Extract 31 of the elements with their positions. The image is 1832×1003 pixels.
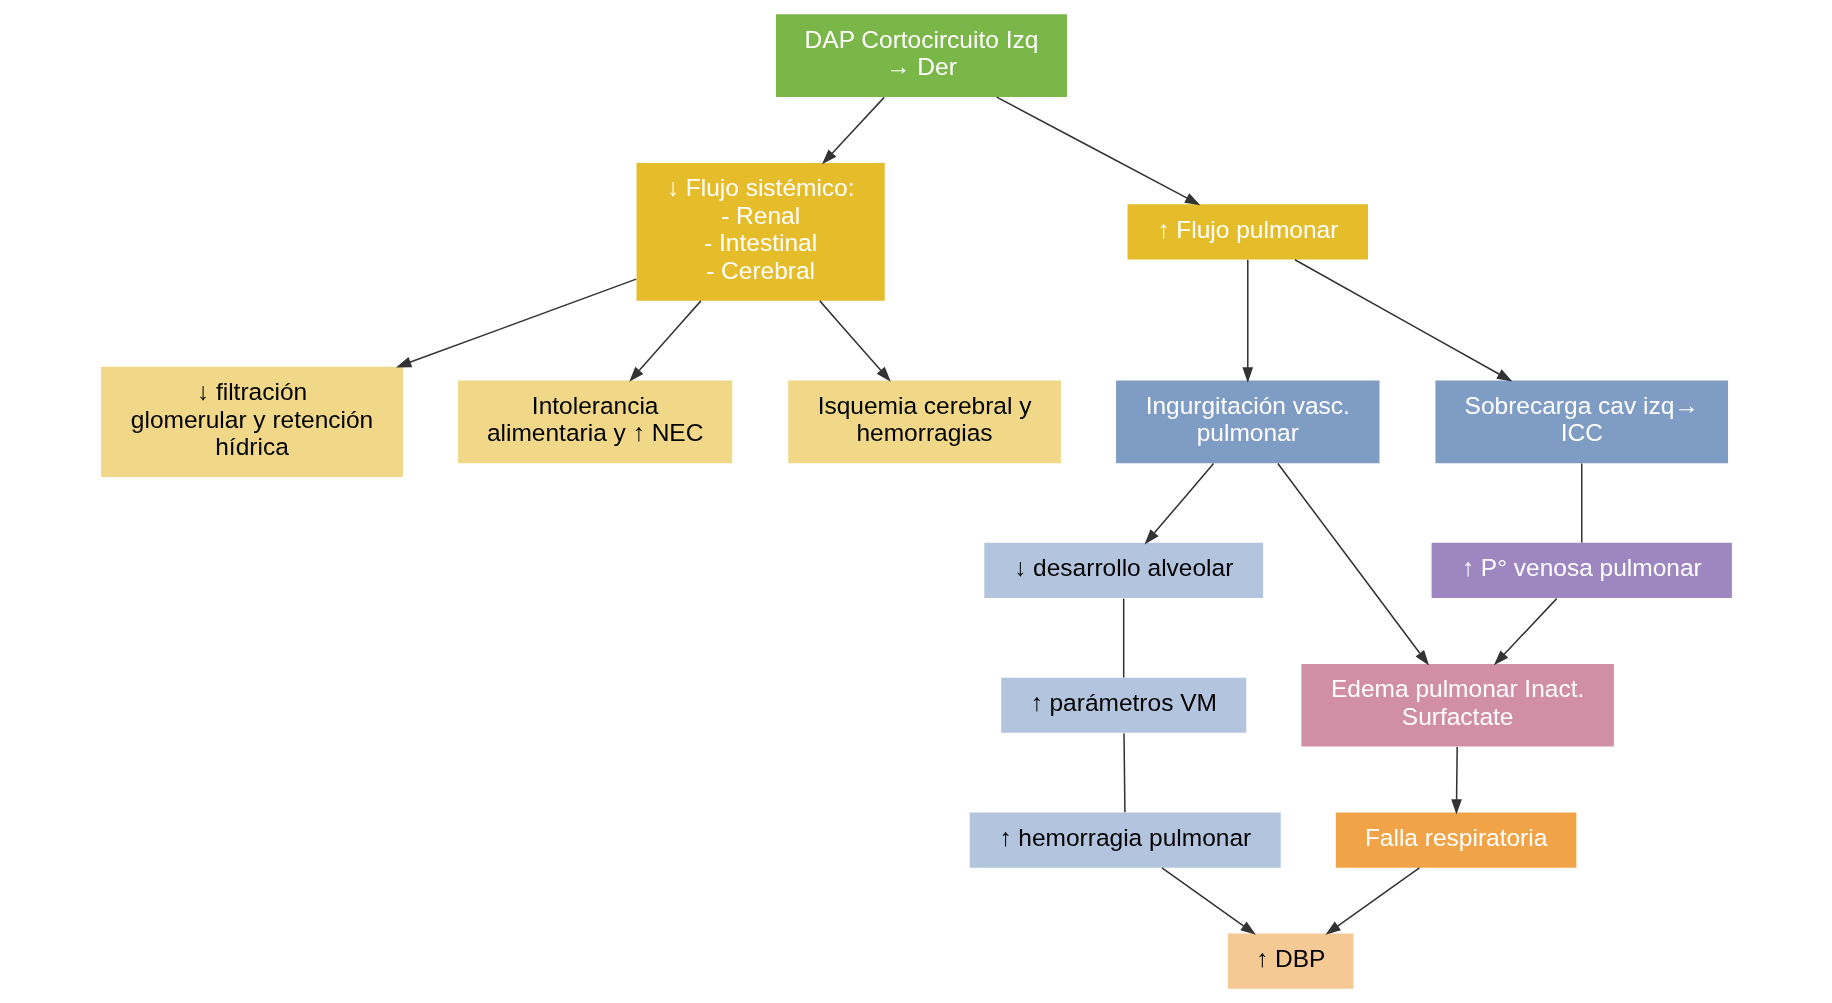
node-box: Isquemia cerebral y hemorragias xyxy=(787,380,1061,464)
node-box: Falla respiratoria xyxy=(1335,812,1576,868)
node-box: ↓ Flujo sistémico: - Renal - Intestinal - Cerebral xyxy=(636,162,885,301)
node-box: ↑ DBP xyxy=(1227,933,1353,989)
node-box: ↓ filtración glomerular y retención hídrica xyxy=(100,366,403,477)
arrow xyxy=(818,300,891,382)
arrow xyxy=(1324,867,1420,935)
arrow xyxy=(1493,597,1557,666)
arrow xyxy=(628,300,702,382)
arrow xyxy=(995,96,1200,206)
node-box: Edema pulmonar Inact. Surfactate xyxy=(1300,663,1614,747)
node-box: Ingurgitación vasc. pulmonar xyxy=(1115,380,1380,464)
connector xyxy=(1122,597,1124,679)
arrow xyxy=(1241,259,1253,383)
node-box: ↑ P° venosa pulmonar xyxy=(1431,542,1732,598)
node-box: ↑ Flujo pulmonar xyxy=(1127,204,1368,260)
arrow xyxy=(821,96,885,165)
node-box: ↓ desarrollo alveolar xyxy=(983,542,1263,598)
connector xyxy=(1122,732,1126,814)
node-box: Intolerancia alimentaria y ↑ NEC xyxy=(457,380,732,464)
node-box: ↑ parámetros VM xyxy=(1000,677,1246,733)
arrow xyxy=(1276,462,1429,666)
arrow xyxy=(395,278,637,368)
node-box: ↑ hemorragia pulmonar xyxy=(969,812,1281,868)
arrow xyxy=(1144,462,1214,545)
arrow xyxy=(1160,867,1256,935)
arrow xyxy=(1293,259,1512,382)
node-box: Sobrecarga cav izq→ ICC xyxy=(1434,380,1728,464)
node-box: DAP Cortocircuito Izq → Der xyxy=(775,14,1067,98)
arrow xyxy=(1450,746,1462,815)
connector xyxy=(1580,462,1582,544)
